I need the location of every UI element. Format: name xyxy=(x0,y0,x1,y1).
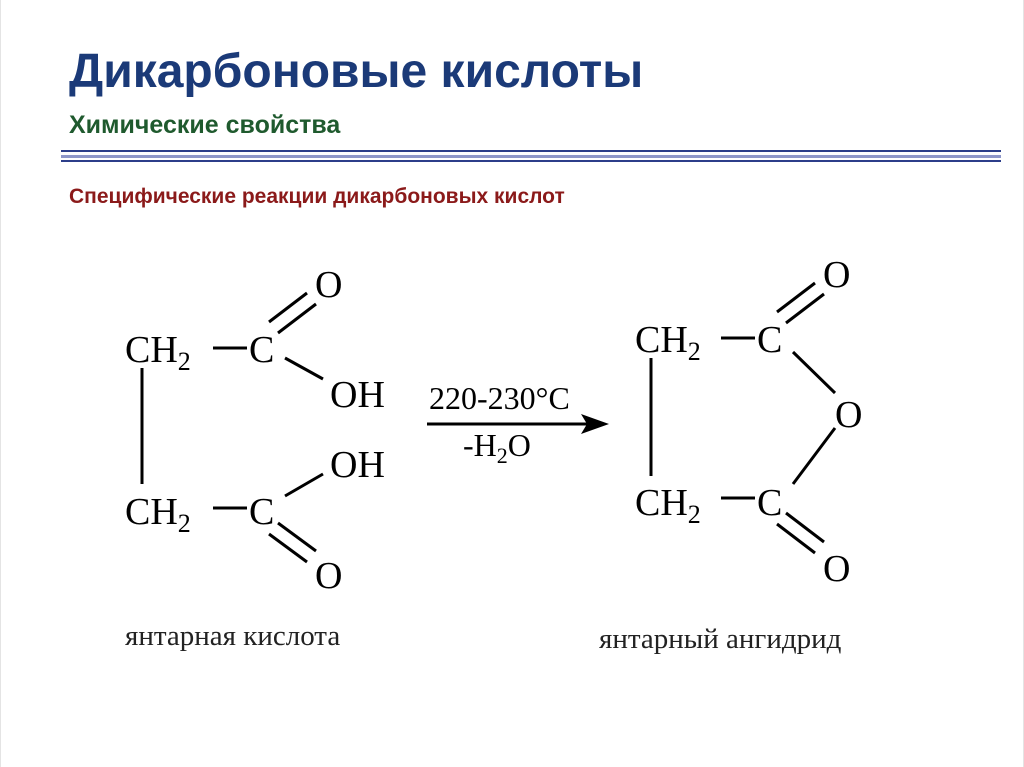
atom-carbon-top: C xyxy=(757,319,782,361)
atom-ch2-top: CH2 xyxy=(125,329,191,376)
group-hydroxyl-bottom: OH xyxy=(330,444,385,486)
arrow-head xyxy=(581,414,609,434)
atom-oxygen-bottom: O xyxy=(823,548,850,590)
reaction-arrow: 220-230°C -H2O xyxy=(427,380,609,468)
divider-line xyxy=(61,155,1001,158)
atom-oxygen-ring: O xyxy=(835,394,862,436)
product-structure: CH2 CH2 C C O O O xyxy=(635,254,862,590)
bond-c-o-ring-bottom xyxy=(791,427,837,485)
atom-carbon-bottom: C xyxy=(757,482,782,524)
section-heading: Специфические реакции дикарбоновых кисло… xyxy=(69,185,565,208)
atom-ch2-top: CH2 xyxy=(635,319,701,366)
bond-c-o-double-bottom xyxy=(776,522,816,555)
atom-ch2-bottom: CH2 xyxy=(125,491,191,538)
atom-carbon-top: C xyxy=(249,329,274,371)
bond-c-oh-bottom xyxy=(284,472,324,498)
atom-ch2-bottom: CH2 xyxy=(635,482,701,529)
bond-c-oh-top xyxy=(284,356,324,381)
divider-line xyxy=(61,160,1001,162)
reactant-structure: CH2 CH2 C C O O OH OH xyxy=(125,264,385,597)
bond-c-o-double-top xyxy=(268,291,308,324)
reactant-name: янтарная кислота xyxy=(125,620,341,652)
slide-title: Дикарбоновые кислоты xyxy=(69,45,644,98)
condition-water-loss: -H2O xyxy=(463,427,531,468)
atom-oxygen-top: O xyxy=(315,264,342,306)
group-hydroxyl-top: OH xyxy=(330,374,385,416)
bond-c-o-double-top xyxy=(785,292,825,325)
bond-c-o-ring-top xyxy=(791,350,837,395)
bond-c-o-double-bottom xyxy=(277,521,317,553)
bond-c-o-double-top xyxy=(277,302,317,335)
atom-oxygen-top: O xyxy=(823,254,850,296)
atom-oxygen-bottom: O xyxy=(315,555,342,597)
product-name: янтарный ангидрид xyxy=(599,623,842,655)
bond-c-o-double-top xyxy=(776,281,816,314)
atom-carbon-bottom: C xyxy=(249,491,274,533)
bond-c-o-double-bottom xyxy=(785,511,825,544)
bond-c-o-double-bottom xyxy=(268,532,308,564)
condition-temperature: 220-230°C xyxy=(429,380,570,416)
divider-line xyxy=(61,150,1001,152)
slide-subtitle: Химические свойства xyxy=(69,111,341,139)
